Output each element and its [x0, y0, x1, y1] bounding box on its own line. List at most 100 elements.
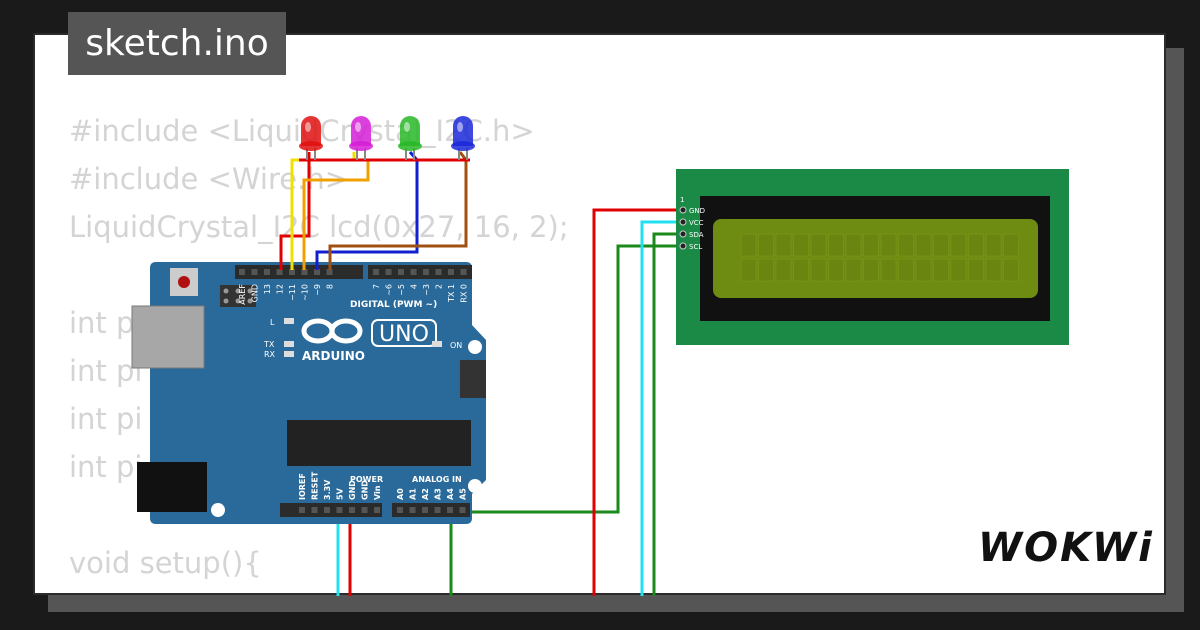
lcd-char-cell [740, 233, 757, 257]
header-pin[interactable] [276, 269, 283, 275]
header-pin[interactable] [397, 507, 403, 513]
top-pin-label: 8 [326, 284, 335, 289]
bottom-pin-label: IOREF [298, 473, 307, 500]
lcd-char-cell [793, 233, 809, 257]
file-name-badge[interactable]: sketch.ino [68, 12, 286, 75]
lcd-pin-label: GND [689, 207, 705, 215]
header-pin[interactable] [459, 507, 466, 513]
header-pin[interactable] [410, 269, 417, 275]
header-pin[interactable] [251, 269, 258, 275]
top-pin-label: TX 1 [447, 284, 456, 303]
bottom-pin-label: RESET [311, 471, 320, 500]
lcd-char-cell [950, 258, 967, 282]
header-pin[interactable] [301, 269, 308, 275]
lcd-char-cell [880, 258, 897, 282]
lcd-pin[interactable] [679, 242, 687, 250]
code-background: #include <LiquidCrystal_I2C.h>#include <… [69, 107, 569, 593]
atmega-chip [287, 420, 471, 466]
header-pin[interactable] [422, 507, 428, 513]
code-line: int pi [69, 402, 143, 436]
led-wires [279, 151, 470, 270]
header-pin[interactable] [299, 507, 305, 513]
digital-label: DIGITAL (PWM ~) [350, 300, 437, 310]
bottom-pin-label: A3 [434, 488, 443, 500]
wire-lcd-vcc-cyan [640, 220, 683, 596]
header-pin[interactable] [326, 269, 333, 275]
lcd-pin[interactable] [679, 230, 687, 238]
header-pin[interactable] [398, 269, 404, 275]
arduino-model: UNO [379, 322, 429, 347]
led-label-tx: TX [263, 340, 275, 349]
arduino-uno-board[interactable]: UNO ARDUINO DIGITAL (PWM ~) POWER ANALOG… [131, 262, 486, 524]
lcd-char-cell [898, 258, 914, 282]
arduino-logo-icon [301, 318, 363, 344]
lcd-char-cell [880, 233, 897, 257]
lcd-pin[interactable] [679, 206, 687, 214]
lcd-char-cell [740, 258, 757, 282]
header-pin[interactable] [311, 507, 318, 513]
header-pin[interactable] [336, 507, 343, 513]
lcd-pin-label: SDA [689, 231, 704, 239]
lcd-pin-number: 1 [680, 196, 684, 204]
lcd-char-cell [898, 233, 914, 257]
lcd-char-cell [863, 233, 879, 257]
bottom-pin-label: A0 [396, 488, 405, 500]
bottom-pin-label: GND [348, 480, 357, 500]
wire-lcd-sda-green [652, 232, 683, 596]
header-pin[interactable] [447, 507, 453, 513]
bottom-pin-label: 5V [336, 487, 345, 500]
top-pin-label: RX 0 [460, 284, 469, 303]
bottom-pin-label: A2 [421, 488, 430, 500]
led-magenta[interactable] [349, 116, 373, 160]
power-jack [137, 462, 207, 512]
lcd-char-cell [985, 258, 1002, 282]
header-pin[interactable] [435, 269, 442, 275]
code-line: LiquidCrystal_I2C lcd(0x27, 16, 2); [69, 210, 569, 244]
lcd-char-cell [758, 258, 774, 282]
header-pin[interactable] [324, 507, 330, 513]
header-pin[interactable] [289, 269, 295, 275]
lcd-char-cell [915, 258, 932, 282]
header-pin[interactable] [434, 507, 441, 513]
lcd-char-cell [828, 258, 844, 282]
top-pin-label: 7 [372, 284, 381, 289]
header-pin[interactable] [314, 269, 320, 275]
header-pin[interactable] [448, 269, 454, 275]
lcd-char-cell [775, 233, 792, 257]
header-pin[interactable] [361, 507, 368, 513]
led-blue[interactable] [451, 116, 475, 160]
wokwi-logo: WOKWi [978, 525, 1154, 571]
code-line: #include <LiquidCrystal_I2C.h> [69, 114, 535, 148]
top-pin-label: 4 [410, 284, 419, 289]
leds [299, 116, 475, 160]
lcd-pin-label: SCL [689, 243, 702, 251]
header-pin[interactable] [385, 269, 392, 275]
header-pin[interactable] [349, 507, 355, 513]
header-pin[interactable] [374, 507, 380, 513]
analog-header [392, 503, 470, 517]
header-pin[interactable] [239, 269, 245, 275]
lcd-char-cell [915, 233, 932, 257]
lcd-char-cell [793, 258, 809, 282]
header-pin[interactable] [460, 269, 467, 275]
code-line: void setup(){ [69, 546, 262, 580]
header-pin[interactable] [409, 507, 416, 513]
lcd-pin[interactable] [679, 218, 687, 226]
led-red[interactable] [299, 116, 323, 160]
wire-a5-green [463, 244, 683, 514]
header-pin[interactable] [264, 269, 270, 275]
lcd-char-cell [810, 258, 827, 282]
bottom-pin-label: A4 [446, 488, 455, 500]
wire-led-orange [302, 160, 370, 270]
power-header [280, 503, 382, 517]
header-pin[interactable] [423, 269, 429, 275]
bottom-pin-label: 3.3V [323, 479, 332, 500]
header-pin[interactable] [373, 269, 379, 275]
bottom-pin-label: Vin [373, 485, 382, 500]
uno-badge [371, 319, 437, 347]
bottom-pin-label: GND [361, 480, 370, 500]
led-green[interactable] [398, 116, 422, 160]
